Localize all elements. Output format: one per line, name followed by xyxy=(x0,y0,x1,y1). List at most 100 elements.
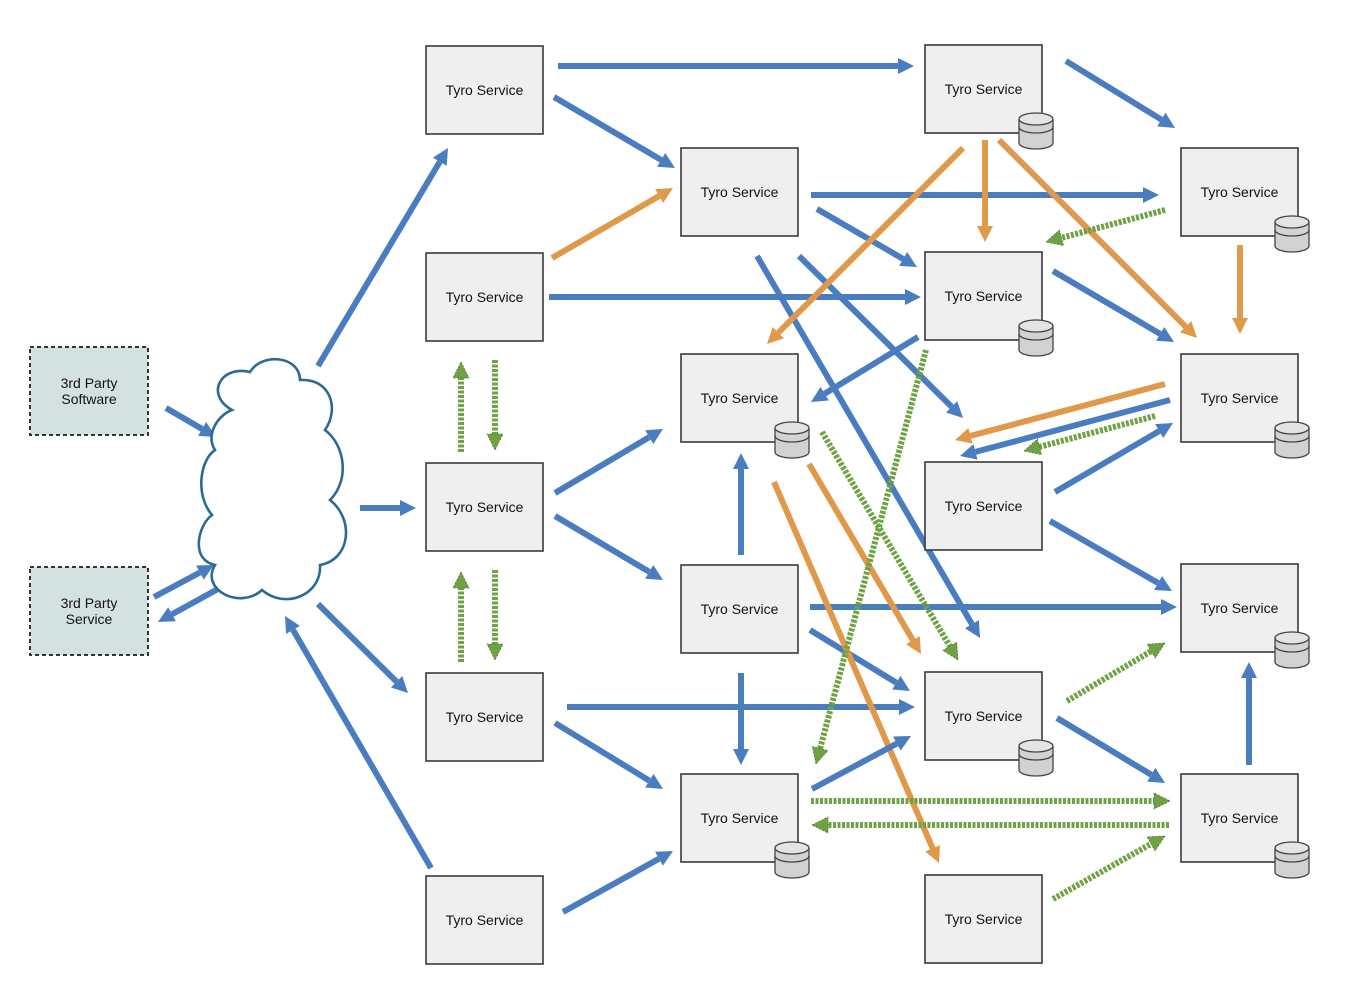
arrow-green-b2-to-c4-line xyxy=(819,430,953,648)
arrow-green-a2-to-a3-head xyxy=(486,433,504,451)
node-box xyxy=(680,564,799,654)
arrow-blue-a3-to-b3-line xyxy=(553,513,651,575)
arrow-blue-b3-to-d3 xyxy=(810,599,1177,615)
tyro-service-box-d1: Tyro Service xyxy=(1180,147,1310,253)
arrow-blue-a1-to-c1-head xyxy=(898,58,914,74)
arrow-blue-a1-to-b1-line xyxy=(552,94,663,163)
arrow-blue-b1-to-c2-line xyxy=(815,206,905,262)
node-label: Tyro Service xyxy=(1201,810,1279,826)
arrow-blue-c3-to-d3-line xyxy=(1053,428,1161,495)
node-label: Tyro Service xyxy=(446,82,524,98)
arrow-blue-a4-to-b4-line xyxy=(553,720,651,784)
arrow-green-a4-to-a3-head xyxy=(452,571,470,589)
arrow-blue-b1-to-c2-head xyxy=(899,252,917,267)
arrow-green-a3-to-a2-head xyxy=(452,361,470,379)
arrow-blue-b1-to-c4-head xyxy=(965,620,980,638)
arrow-orange-c1-to-d2 xyxy=(996,137,1197,338)
node-label: Tyro Service xyxy=(945,288,1023,304)
tyro-service-box-c3: Tyro Service xyxy=(924,461,1043,551)
arrow-blue-c3-to-d2-head xyxy=(960,444,978,460)
arrow-blue-c1-to-d1 xyxy=(1064,58,1175,128)
arrow-blue-a5-to-cloud-line xyxy=(290,628,434,870)
node-label: 3rd Party xyxy=(61,595,118,611)
arrow-blue-a5-to-cloud-head xyxy=(285,616,300,634)
arrow-green-b4-to-d4-head xyxy=(1153,792,1171,810)
arrow-blue-c2-to-d2-head xyxy=(1156,327,1174,342)
arrow-green-d1-to-d2-head xyxy=(1045,229,1065,247)
arrow-blue-a4-to-c4 xyxy=(567,699,915,715)
arrow-orange-b2-to-c5-head xyxy=(905,636,921,654)
arrow-blue-service3p-to-cloud-line xyxy=(152,569,202,600)
arrow-blue-b1-to-c3-line xyxy=(796,253,954,409)
node-box xyxy=(1180,147,1299,237)
arrow-blue-a1-to-b1-head xyxy=(657,153,675,168)
arrow-blue-service3p-to-cloud xyxy=(152,565,214,600)
node-box xyxy=(425,252,544,342)
arrow-orange-c3-to-d2 xyxy=(955,381,1166,444)
arrow-blue-c5-to-d4-line xyxy=(1055,715,1153,778)
node-label: Tyro Service xyxy=(1201,390,1279,406)
arrow-blue-b1-to-d1-head xyxy=(1143,187,1159,203)
arrow-blue-a4-to-b4 xyxy=(553,720,663,789)
node-label: Tyro Service xyxy=(1201,600,1279,616)
arrow-blue-c4-to-d3-line xyxy=(1048,518,1160,586)
arrow-blue-software-to-cloud xyxy=(164,405,216,437)
tyro-service-box-c5: Tyro Service xyxy=(924,874,1043,964)
arrow-green-c2-to-b4 xyxy=(811,349,929,765)
node-label: Tyro Service xyxy=(945,911,1023,927)
arrow-orange-a2-to-b1 xyxy=(550,188,673,261)
arrow-blue-a3-to-b2-line xyxy=(553,434,651,496)
connections-layer xyxy=(152,58,1257,915)
arrow-blue-service3p-to-cloud-head xyxy=(196,565,214,580)
internet-cloud-icon xyxy=(197,357,348,601)
arrow-blue-a4-to-b4-head xyxy=(645,773,663,789)
arrow-blue-b1-to-c3 xyxy=(796,253,963,418)
arrow-blue-c2-to-d2 xyxy=(1051,268,1174,342)
arrow-orange-b2-to-c5-line xyxy=(806,462,916,642)
arrow-orange-c3-to-d2-head xyxy=(955,428,973,444)
arrow-blue-b3-to-d3-head xyxy=(1161,599,1177,615)
arrow-blue-a3-to-b3-head xyxy=(645,564,663,580)
arrow-green-b2-to-c4-head xyxy=(942,641,959,661)
arrow-blue-software-to-cloud-line xyxy=(164,405,204,432)
tyro-service-box-d2: Tyro Service xyxy=(1180,353,1310,459)
node-label: Tyro Service xyxy=(945,81,1023,97)
arrow-blue-cloud-to-a4 xyxy=(315,601,408,693)
node-label: 3rd Party xyxy=(61,375,118,391)
tyro-service-box-c2: Tyro Service xyxy=(924,251,1054,357)
arrow-blue-a5-to-b4-head xyxy=(655,851,673,866)
arrow-orange-d2-to-c3 xyxy=(1232,245,1248,334)
arrow-blue-cloud-to-service3p-line xyxy=(170,586,220,617)
node-label: Tyro Service xyxy=(446,289,524,305)
database-cylinder-icon xyxy=(1274,421,1310,459)
arrow-blue-cloud-to-a4-line xyxy=(315,601,399,684)
arrow-blue-cloud-to-a4-head xyxy=(390,676,408,693)
arrow-orange-b2-to-c5 xyxy=(806,462,921,654)
arrow-green-c2-to-b4-head xyxy=(811,745,829,765)
arrow-blue-a3-to-b2-head xyxy=(645,429,663,445)
tyro-service-box-a3: Tyro Service xyxy=(425,462,544,552)
arrow-blue-a2-to-c2 xyxy=(549,289,921,305)
database-cylinder-icon xyxy=(774,421,810,459)
arrow-green-c2-to-b4-line xyxy=(817,349,929,750)
arrow-blue-cloud-to-a1-head xyxy=(432,148,448,166)
arrow-blue-a5-to-b4-line xyxy=(561,856,661,915)
arrow-green-b2-to-c4 xyxy=(819,430,959,661)
arrow-green-d1-to-c2-head xyxy=(1146,835,1166,852)
arrow-blue-a3-to-b3 xyxy=(553,513,663,580)
node-label: Tyro Service xyxy=(1201,184,1279,200)
database-cylinder-icon xyxy=(1274,841,1310,879)
node-label: Tyro Service xyxy=(701,601,779,617)
node-box xyxy=(680,147,799,237)
arrow-blue-b3-to-c4-head xyxy=(733,749,749,765)
arrow-blue-a5-to-b4 xyxy=(561,851,673,915)
node-label: Software xyxy=(61,391,116,407)
arrow-blue-d4-to-d3 xyxy=(1241,662,1257,765)
tyro-service-box-c4: Tyro Service xyxy=(924,671,1054,777)
arrow-orange-b2-to-c4-head xyxy=(925,845,940,863)
arrow-green-c4-to-d4-line xyxy=(1065,648,1153,704)
